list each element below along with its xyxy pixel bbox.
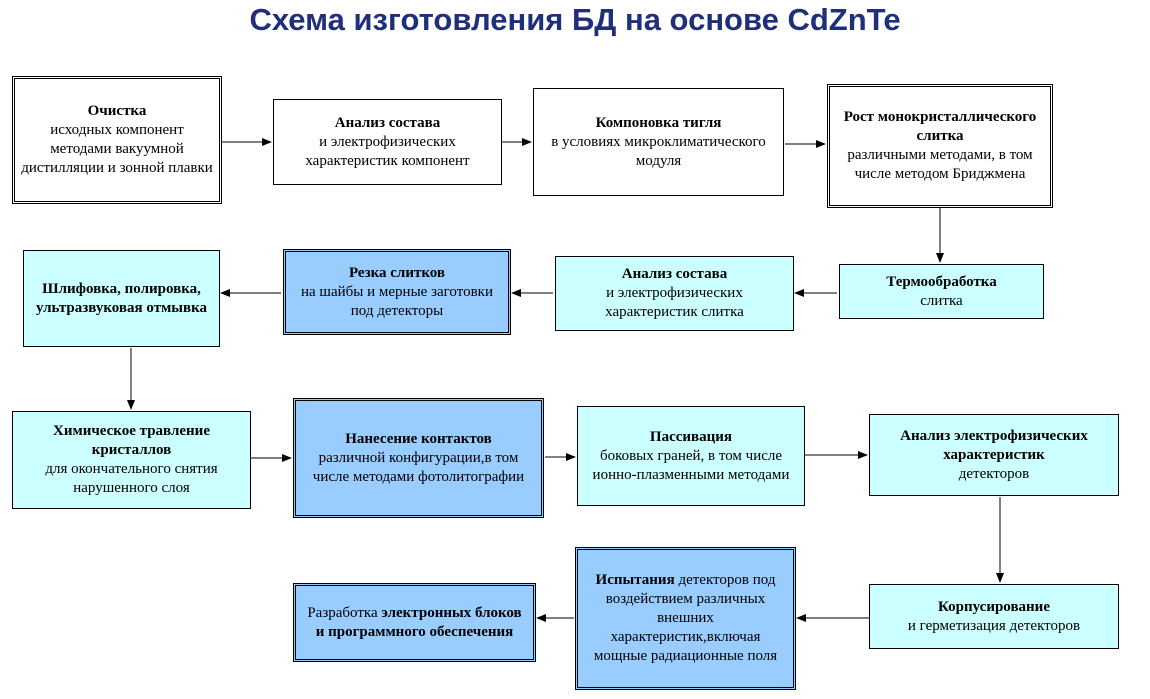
box-ingot-cutting: Резка слитков на шайбы и мерные заготовк… [283,249,511,335]
box-testing-head: Испытания [595,572,675,588]
box-packaging: Корпусирование и герметизация детекторов [869,584,1119,649]
box-crystal-growth-head: Рост монокристаллического слитка [843,109,1037,144]
box-testing-body: детекторов под воздействием различных вн… [593,572,778,664]
box-electronics: Разработка электронных блоков и программ… [293,583,536,662]
box-crystal-growth: Рост монокристаллического слитка различн… [827,84,1053,208]
box-ingot-cutting-head: Резка слитков [348,264,446,281]
box-thermal-treatment: Термообработка слитка [839,264,1044,319]
box-passivation-head: Пассивация [649,428,733,445]
box-composition-components-body: и электрофизических характеристик компон… [305,133,470,169]
box-passivation-body: боковых граней, в том числе ионно-плазме… [592,447,790,483]
box-cleaning-head: Очистка [87,103,147,119]
box-thermal-treatment-head: Термообработка [886,273,997,290]
box-crucible-head: Компоновка тигля [595,114,722,131]
box-packaging-head: Корпусирование [938,598,1050,615]
box-composition-ingot: Анализ состава и электрофизических харак… [555,256,794,331]
box-chemical-etching: Химическое травление кристаллов для окон… [12,411,251,509]
box-composition-components: Анализ состава и электрофизических харак… [273,99,502,185]
box-detector-analysis: Анализ электрофизических характеристик д… [869,414,1119,496]
box-thermal-treatment-body: слитка [920,292,963,309]
box-contacts: Нанесение контактов различной конфигурац… [293,398,544,518]
box-cleaning: Очистка исходных компонент методами ваку… [12,76,222,204]
diagram-title: Схема изготовления БД на основе CdZnTe [249,2,901,37]
box-chemical-etching-head: Химическое травление кристаллов [53,423,210,458]
box-contacts-head: Нанесение контактов [345,430,492,447]
box-cleaning-body: исходных компонент методами вакуумной ди… [21,122,213,176]
box-composition-components-head: Анализ состава [334,114,441,131]
box-ingot-cutting-body: на шайбы и мерные заготовки под детектор… [301,283,493,319]
box-detector-analysis-body: детекторов [958,465,1030,482]
box-packaging-body: и герметизация детекторов [907,617,1081,634]
box-electronics-head-plain: Разработка [307,604,382,621]
box-crucible-body: в условиях микроклиматического модуля [551,133,766,169]
box-contacts-body: различной конфигурации,в том числе метод… [312,449,525,485]
box-composition-ingot-head: Анализ состава [621,266,728,282]
box-chemical-etching-body: для окончательного снятия нарушенного сл… [45,461,218,496]
box-grinding: Шлифовка, полировка, ультразвуковая отмы… [23,250,220,347]
box-crucible: Компоновка тигля в условиях микроклимати… [533,88,784,196]
box-electronics-head: электронных блоков и программного обеспе… [315,604,522,640]
box-detector-analysis-head: Анализ электрофизических характеристик [900,427,1088,463]
box-composition-ingot-body: и электрофизических характеристик слитка [605,285,744,320]
box-passivation: Пассивация боковых граней, в том числе и… [577,406,805,506]
box-testing: Испытания детекторов под воздействием ра… [575,547,796,690]
box-grinding-head: Шлифовка, полировка, ультразвуковая отмы… [35,280,208,316]
box-crystal-growth-body: различными методами, в том числе методом… [847,147,1033,182]
